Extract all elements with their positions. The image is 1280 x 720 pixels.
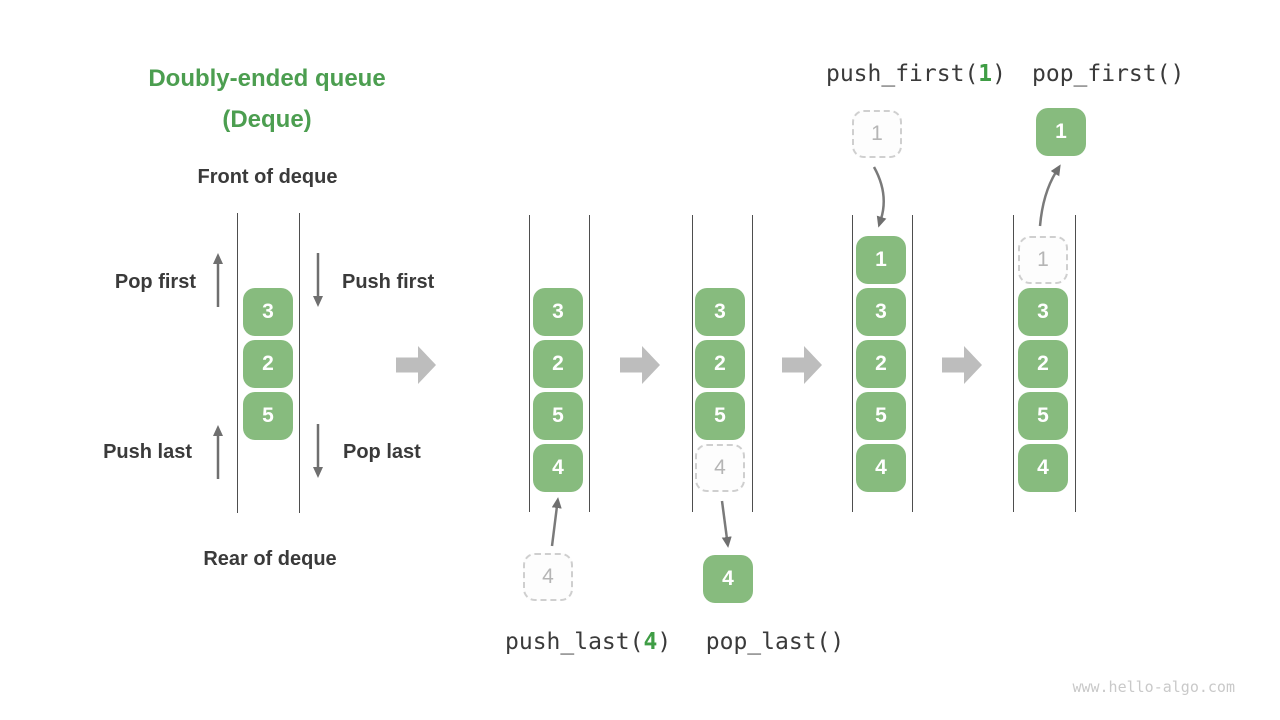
pop-last-result-value: 4	[703, 555, 753, 603]
deque-cell: 5	[695, 392, 745, 440]
front-of-deque-label: Front of deque	[197, 166, 338, 188]
deque-cell: 5	[856, 392, 906, 440]
transition-right-block-arrow-icon	[396, 346, 436, 384]
push-last-incoming-value: 4	[523, 553, 573, 601]
title-line2: (Deque)	[222, 106, 312, 133]
deque-cell: 4	[856, 444, 906, 492]
pop-last-label: Pop last	[343, 441, 421, 463]
pop-first-label: Pop first	[114, 271, 196, 293]
deque-cell: 3	[243, 288, 293, 336]
deque-cell: 5	[1018, 392, 1068, 440]
transition-right-block-arrow-icon	[942, 346, 982, 384]
transition-right-block-arrow-icon	[782, 346, 822, 384]
op-push-first-suffix: )	[992, 61, 1007, 87]
op-label-pop-last: pop_last()	[705, 629, 845, 655]
transition-right-block-arrow-icon	[620, 346, 660, 384]
op-label-push-last: push_last(4)	[505, 629, 671, 655]
deque-rails-after-pop-first	[1013, 215, 1076, 512]
deque-cell: 5	[533, 392, 583, 440]
deque-cell-ghost: 1	[1018, 236, 1068, 284]
op-push-last-arg: 4	[643, 629, 658, 655]
op-push-first-arg: 1	[978, 61, 993, 87]
deque-cell: 5	[243, 392, 293, 440]
deque-cell: 3	[533, 288, 583, 336]
deque-cell: 1	[856, 236, 906, 284]
deque-cell: 2	[1018, 340, 1068, 388]
push-first-incoming-value: 1	[852, 110, 902, 158]
deque-cell: 2	[856, 340, 906, 388]
op-push-first-prefix: push_first(	[825, 61, 979, 87]
deque-cell: 3	[695, 288, 745, 336]
op-push-last-suffix: )	[657, 629, 672, 655]
watermark: www.hello-algo.com	[1072, 678, 1235, 696]
deque-cell: 3	[856, 288, 906, 336]
push-last-insert-arrow-icon	[550, 497, 562, 547]
deque-rails-initial	[237, 213, 300, 513]
deque-cell: 2	[243, 340, 293, 388]
deque-rails-after-push-first	[852, 215, 913, 512]
deque-cell: 2	[695, 340, 745, 388]
title-line1: Doubly-ended queue	[148, 65, 386, 92]
pop-first-result-value: 1	[1036, 108, 1086, 156]
push-first-insert-arrow-icon	[872, 166, 887, 228]
deque-cell: 3	[1018, 288, 1068, 336]
deque-cell-ghost: 4	[695, 444, 745, 492]
deque-cell: 4	[533, 444, 583, 492]
deque-rails-after-push-last	[529, 215, 590, 512]
rear-of-deque-label: Rear of deque	[203, 548, 337, 570]
op-push-last-prefix: push_last(	[505, 629, 644, 655]
deque-cell: 4	[1018, 444, 1068, 492]
diagram-title: Doubly-ended queue (Deque)	[118, 58, 416, 140]
op-label-pop-first: pop_first()	[1032, 61, 1185, 87]
push-last-label: Push last	[103, 441, 192, 463]
deque-rails-after-pop-last	[692, 215, 753, 512]
deque-cell: 2	[533, 340, 583, 388]
op-label-push-first: push_first(1)	[823, 61, 1009, 87]
push-first-label: Push first	[342, 271, 435, 293]
